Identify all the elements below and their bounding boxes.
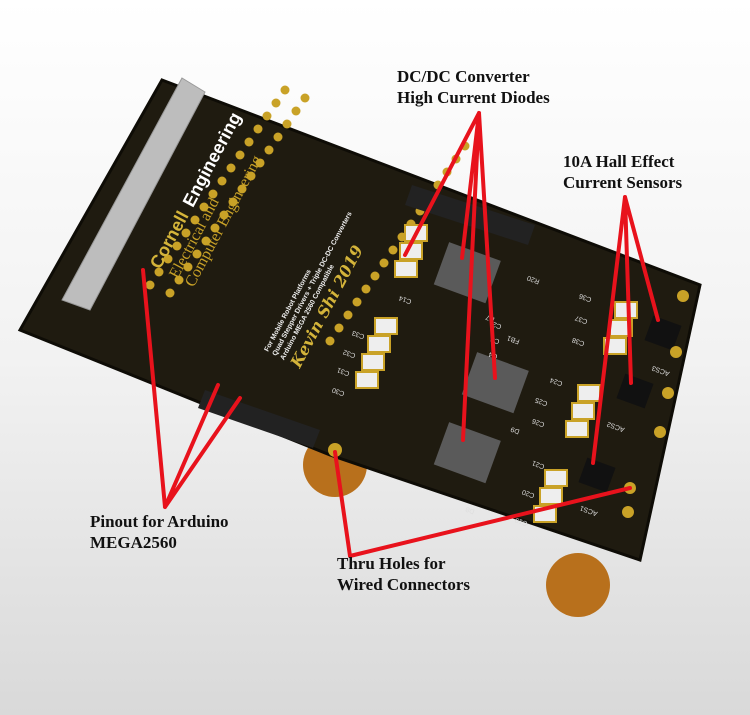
pin-hole	[262, 111, 272, 121]
ref-designator: C2	[492, 320, 503, 330]
pcb-board	[17, 78, 702, 562]
annotation-pinout: Pinout for Arduino MEGA2560	[90, 511, 229, 553]
pin-hole	[174, 275, 184, 285]
pin-hole	[199, 202, 209, 212]
annotation-thru-holes: Thru Holes for Wired Connectors	[337, 553, 470, 595]
annotation-dcdc-line2: High Current Diodes	[397, 88, 550, 107]
pin-hole	[273, 132, 283, 142]
annotation-dcdc-line1: DC/DC Converter	[397, 67, 530, 86]
pin-hole	[228, 197, 238, 207]
top-pin-header	[405, 185, 535, 245]
annotation-thru-line2: Wired Connectors	[337, 575, 471, 594]
pin-hole	[181, 228, 191, 238]
annotation-dcdc: DC/DC Converter High Current Diodes	[397, 66, 550, 108]
pin-hole	[172, 241, 182, 251]
diodes	[433, 242, 529, 484]
ref-designator: C37	[574, 314, 589, 325]
pin-hole	[361, 284, 371, 294]
pin-hole	[300, 93, 310, 103]
pin-hole	[271, 98, 281, 108]
arduino-pin-header	[61, 77, 206, 311]
bottom-pin-header	[198, 390, 320, 448]
annotation-hall: 10A Hall Effect Current Sensors	[563, 151, 682, 193]
pin-hole	[217, 176, 227, 186]
annotation-hall-line2: Current Sensors	[563, 173, 683, 192]
ref-designator: C38	[571, 336, 586, 347]
pin-hole	[237, 184, 247, 194]
ref-designator: C33	[351, 329, 366, 340]
pin-hole	[246, 171, 256, 181]
ref-designator: C26	[531, 417, 546, 428]
ref-designator: C36	[578, 292, 593, 303]
annotation-thru-line1: Thru Holes for	[337, 554, 446, 573]
pin-hole	[190, 215, 200, 225]
ref-designator: C20	[521, 488, 536, 499]
pin-hole	[192, 249, 202, 259]
pin-hole	[325, 336, 335, 346]
pin-hole	[208, 189, 218, 199]
pin-hole	[343, 310, 353, 320]
capacitors	[355, 224, 638, 523]
pin-hole	[163, 254, 173, 264]
ref-designator: C14	[398, 294, 413, 305]
pin-hole	[388, 245, 398, 255]
ref-designator: D9	[510, 425, 521, 435]
pin-hole	[244, 137, 254, 147]
ref-designator: C25	[534, 396, 549, 407]
ref-designator: C21	[531, 459, 546, 470]
ref-designator: C24	[549, 376, 564, 387]
standoff	[546, 553, 610, 617]
ref-designator: R20	[526, 274, 541, 285]
pin-hole	[210, 223, 220, 233]
pin-hole	[370, 271, 380, 281]
ref-designator: C30	[331, 386, 346, 397]
pin-hole	[264, 145, 274, 155]
pin-hole	[183, 262, 193, 272]
pin-hole	[253, 124, 263, 134]
annotation-hall-line1: 10A Hall Effect	[563, 152, 675, 171]
pin-hole	[280, 85, 290, 95]
ref-designator: D8	[465, 505, 476, 515]
annotation-lines	[141, 111, 660, 558]
pin-hole	[154, 267, 164, 277]
ref-designator: C19	[514, 516, 529, 527]
pin-hole	[145, 280, 155, 290]
ref-designator: C32	[342, 348, 357, 359]
pin-hole	[334, 323, 344, 333]
ref-designator: C31	[336, 366, 351, 377]
pin-hole	[282, 119, 292, 129]
pin-hole	[226, 163, 236, 173]
ref-designator: C3	[490, 335, 501, 345]
annotation-pinout-line1: Pinout for Arduino	[90, 512, 229, 531]
hall-sensors	[578, 315, 682, 493]
pin-hole	[235, 150, 245, 160]
pin-hole	[165, 288, 175, 298]
pin-hole	[201, 236, 211, 246]
pin-hole	[379, 258, 389, 268]
pin-hole	[219, 210, 229, 220]
pin-hole	[352, 297, 362, 307]
pin-hole	[255, 158, 265, 168]
annotation-pinout-line2: MEGA2560	[90, 533, 177, 552]
ref-designator: FB1	[506, 334, 521, 345]
pin-hole	[291, 106, 301, 116]
